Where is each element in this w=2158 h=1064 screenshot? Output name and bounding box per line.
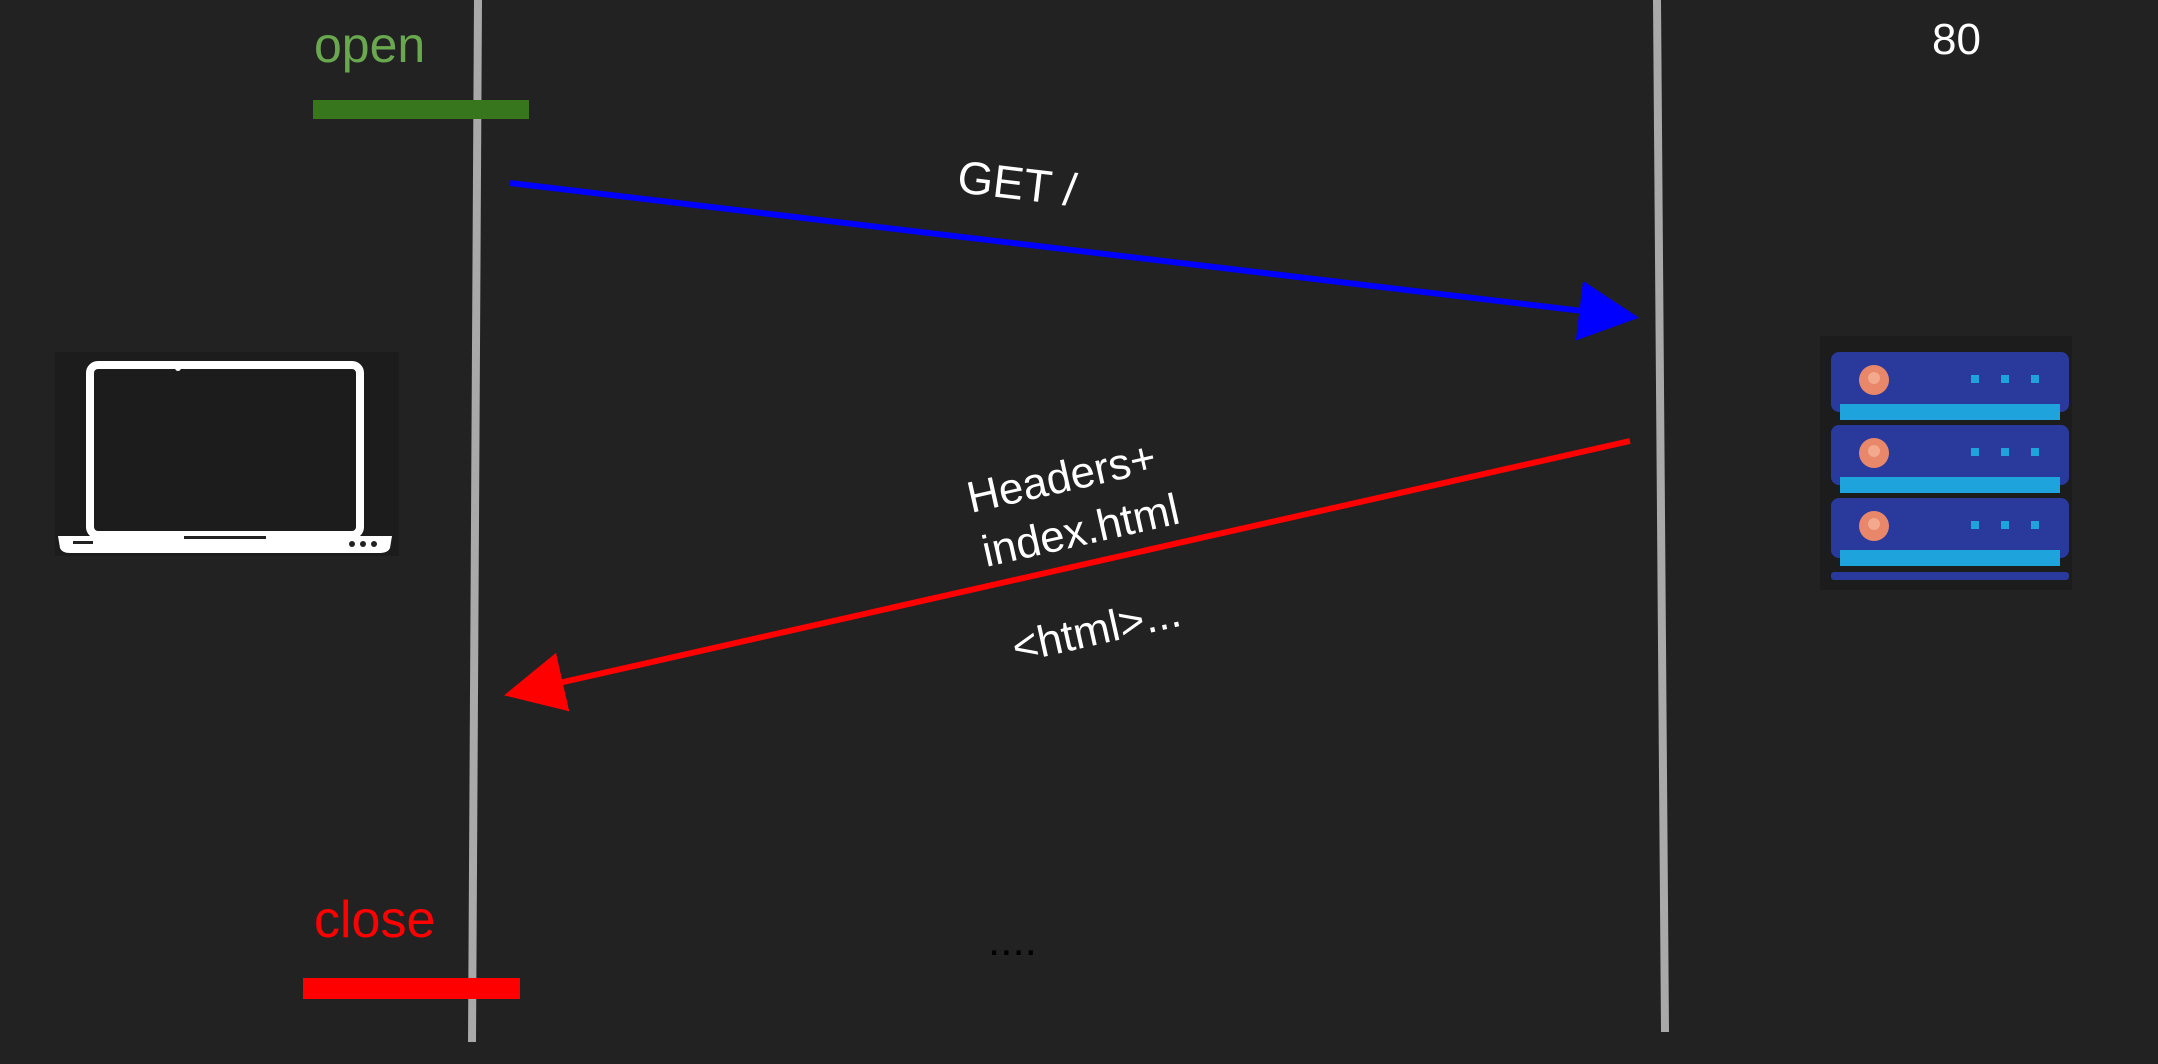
request-label: GET / bbox=[955, 150, 1080, 216]
server-timeline bbox=[1653, 0, 1669, 1033]
ellipsis-label: .... bbox=[988, 916, 1037, 965]
close-bar bbox=[303, 978, 520, 999]
laptop-icon bbox=[55, 352, 399, 556]
response-arrow bbox=[504, 438, 1631, 712]
response-body-label: <html>... bbox=[1007, 587, 1185, 672]
open-bar bbox=[313, 100, 529, 119]
port-label: 80 bbox=[1932, 15, 1981, 64]
server-rack-icon bbox=[1820, 336, 2072, 590]
client-timeline bbox=[468, 0, 482, 1043]
open-label: open bbox=[314, 17, 425, 73]
close-label: close bbox=[314, 891, 435, 949]
request-arrow bbox=[509, 180, 1639, 341]
